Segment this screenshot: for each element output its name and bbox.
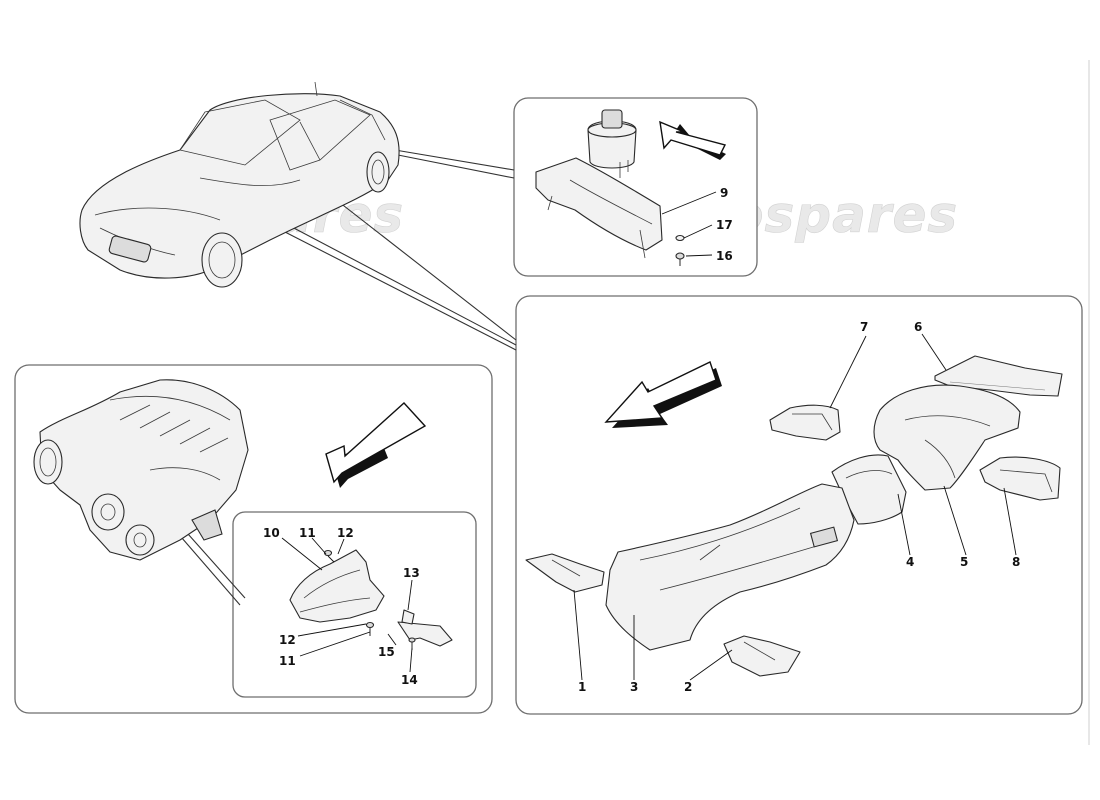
heat-shield-7 (769, 404, 841, 441)
part-number: 11 (279, 654, 296, 668)
heat-shield-10 (289, 549, 385, 623)
part-number: 14 (401, 673, 418, 687)
part-number: 17 (716, 218, 733, 232)
part-number: 16 (716, 249, 733, 263)
callout-lines (174, 149, 517, 606)
heat-shield-5 (873, 384, 1021, 491)
bolt-icon (675, 252, 685, 266)
heat-shield-1 (525, 553, 605, 593)
heat-shield-8 (979, 456, 1061, 501)
heat-shield-6 (934, 355, 1063, 397)
heat-shield-2 (723, 635, 801, 677)
part-number: 13 (403, 566, 420, 580)
part-number: 6 (914, 320, 922, 334)
engine-icon (33, 379, 249, 561)
part-number: 7 (860, 320, 868, 334)
part-number: 9 (720, 186, 728, 200)
part-number: 11 (299, 526, 316, 540)
heat-shield-9 (535, 157, 663, 251)
bolt-icon (323, 549, 335, 563)
part-number: 10 (263, 526, 280, 540)
right-panel-parts: 7 6 4 5 8 1 3 2 (525, 320, 1063, 694)
direction-arrow-icon (659, 120, 727, 160)
part-number: 1 (578, 680, 586, 694)
part-number: 12 (337, 526, 354, 540)
part-number: 15 (378, 645, 395, 659)
top-panel-parts: 9 17 16 (535, 109, 733, 266)
heat-shield-3 (605, 483, 855, 651)
fuel-pump-icon (587, 109, 637, 178)
part-number: 4 (906, 555, 914, 569)
bolt-icon (365, 621, 375, 636)
car-icon (79, 81, 400, 288)
part-number: 5 (960, 555, 968, 569)
direction-arrow-icon (325, 402, 427, 488)
direction-arrow-icon (604, 361, 722, 428)
part-number: 8 (1012, 555, 1020, 569)
engine-inset-parts: 10 11 12 13 12 11 15 14 (263, 526, 453, 687)
part-number: 12 (279, 633, 296, 647)
part-number: 3 (630, 680, 638, 694)
part-number: 2 (684, 680, 692, 694)
washer-icon (675, 234, 685, 242)
